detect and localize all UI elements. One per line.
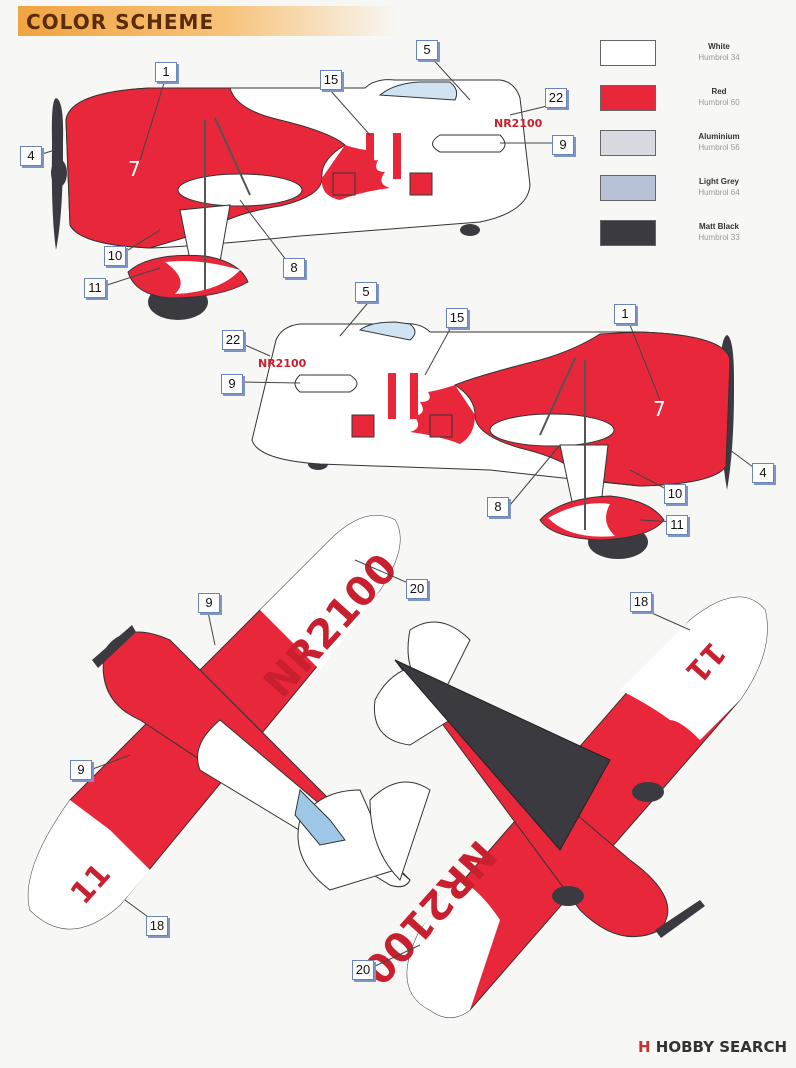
left-side-view: NR2100 7 xyxy=(51,79,543,320)
swatch-white xyxy=(600,40,656,66)
title-banner: COLOR SCHEME xyxy=(18,6,398,36)
hobby-search-logo: H xyxy=(638,1038,651,1056)
wheel xyxy=(552,886,584,906)
swatch-name: Aluminium xyxy=(698,132,740,141)
callout-leaders xyxy=(41,54,758,969)
callout-4: 4 xyxy=(752,463,774,483)
watermark: H HOBBY SEARCH xyxy=(638,1038,787,1056)
swatch-red xyxy=(600,85,656,111)
swatch-code: Humbrol 64 xyxy=(698,188,740,197)
right-side-view: NR2100 7 xyxy=(251,321,734,559)
callout-20: 20 xyxy=(352,960,374,980)
swatch-code: Humbrol 56 xyxy=(698,143,740,152)
registration-mark: NR2100 xyxy=(494,117,543,130)
wing-strut xyxy=(539,357,576,436)
swatch-matt-black xyxy=(600,220,656,246)
callout-22: 22 xyxy=(222,330,244,350)
callout-9: 9 xyxy=(198,593,220,613)
callout-10: 10 xyxy=(104,246,126,266)
wing-strut xyxy=(214,117,251,196)
wing-tip-white xyxy=(28,800,150,929)
callout-18: 18 xyxy=(146,916,168,936)
color-legend: White Humbrol 34 Red Humbrol 60 Aluminiu… xyxy=(600,40,780,265)
callout-15: 15 xyxy=(320,70,342,90)
swatch-light-grey xyxy=(600,175,656,201)
swatch-aluminium xyxy=(600,130,656,156)
callout-9: 9 xyxy=(552,135,574,155)
wing-tip-white xyxy=(260,515,400,670)
swatch-name: Matt Black xyxy=(698,222,739,231)
bottom-view: NR2100 11 xyxy=(353,596,768,1018)
watermark-text: HOBBY SEARCH xyxy=(655,1038,788,1056)
callout-1: 1 xyxy=(614,304,636,324)
dice-icon xyxy=(332,172,356,196)
swatch-name: Light Grey xyxy=(698,177,739,186)
callout-22: 22 xyxy=(545,88,567,108)
wheel xyxy=(632,782,664,802)
legend-item-matt-black: Matt Black Humbrol 33 xyxy=(600,220,780,265)
callout-5: 5 xyxy=(416,40,438,60)
top-view: NR2100 11 xyxy=(27,515,431,930)
tail-wheel xyxy=(460,224,480,236)
dice-icon xyxy=(409,172,433,196)
tailplane xyxy=(369,781,431,881)
cowl-number: 7 xyxy=(128,157,141,181)
swatch-name: Red xyxy=(711,87,727,96)
canopy xyxy=(294,788,346,846)
callout-18: 18 xyxy=(630,592,652,612)
wing-tip-white xyxy=(407,880,500,1018)
callout-8: 8 xyxy=(487,497,509,517)
callout-9: 9 xyxy=(221,374,243,394)
legend-item-white: White Humbrol 34 xyxy=(600,40,780,85)
swatch-code: Humbrol 33 xyxy=(698,233,740,242)
callout-11: 11 xyxy=(84,278,106,298)
wing-root xyxy=(489,413,615,447)
rigging-pattern xyxy=(394,659,611,851)
race-number-bar xyxy=(388,373,396,419)
propeller xyxy=(92,625,136,668)
callout-4: 4 xyxy=(20,146,42,166)
legend-item-aluminium: Aluminium Humbrol 56 xyxy=(600,130,780,175)
callout-9: 9 xyxy=(70,760,92,780)
callout-11: 11 xyxy=(666,515,688,535)
canopy xyxy=(378,81,458,101)
callout-20: 20 xyxy=(406,579,428,599)
wing-tip-white xyxy=(620,597,768,740)
callout-1: 1 xyxy=(155,62,177,82)
page-title: COLOR SCHEME xyxy=(26,10,215,34)
callout-15: 15 xyxy=(446,308,468,328)
callout-10: 10 xyxy=(664,484,686,504)
registration-mark: NR2100 xyxy=(258,357,307,370)
race-number-bar xyxy=(393,133,401,179)
swatch-name: White xyxy=(708,42,730,51)
exhaust-pipe xyxy=(432,134,506,153)
swatch-code: Humbrol 60 xyxy=(698,98,740,107)
callout-5: 5 xyxy=(355,282,377,302)
propeller xyxy=(655,900,705,938)
wheel-pant-white xyxy=(548,503,615,537)
dice-icon xyxy=(429,414,453,438)
race-number-bar xyxy=(410,373,418,419)
wheel-pant-white xyxy=(165,261,240,294)
exhaust-pipe xyxy=(294,374,358,393)
race-number-bar xyxy=(366,133,374,179)
cowl-number: 7 xyxy=(653,397,666,421)
tailplane xyxy=(373,664,451,746)
spinner xyxy=(51,159,67,187)
dice-icon xyxy=(351,414,375,438)
canopy xyxy=(358,321,416,341)
callout-8: 8 xyxy=(283,258,305,278)
legend-item-red: Red Humbrol 60 xyxy=(600,85,780,130)
swatch-code: Humbrol 34 xyxy=(698,53,740,62)
wing-root xyxy=(177,173,303,207)
legend-item-light-grey: Light Grey Humbrol 64 xyxy=(600,175,780,220)
